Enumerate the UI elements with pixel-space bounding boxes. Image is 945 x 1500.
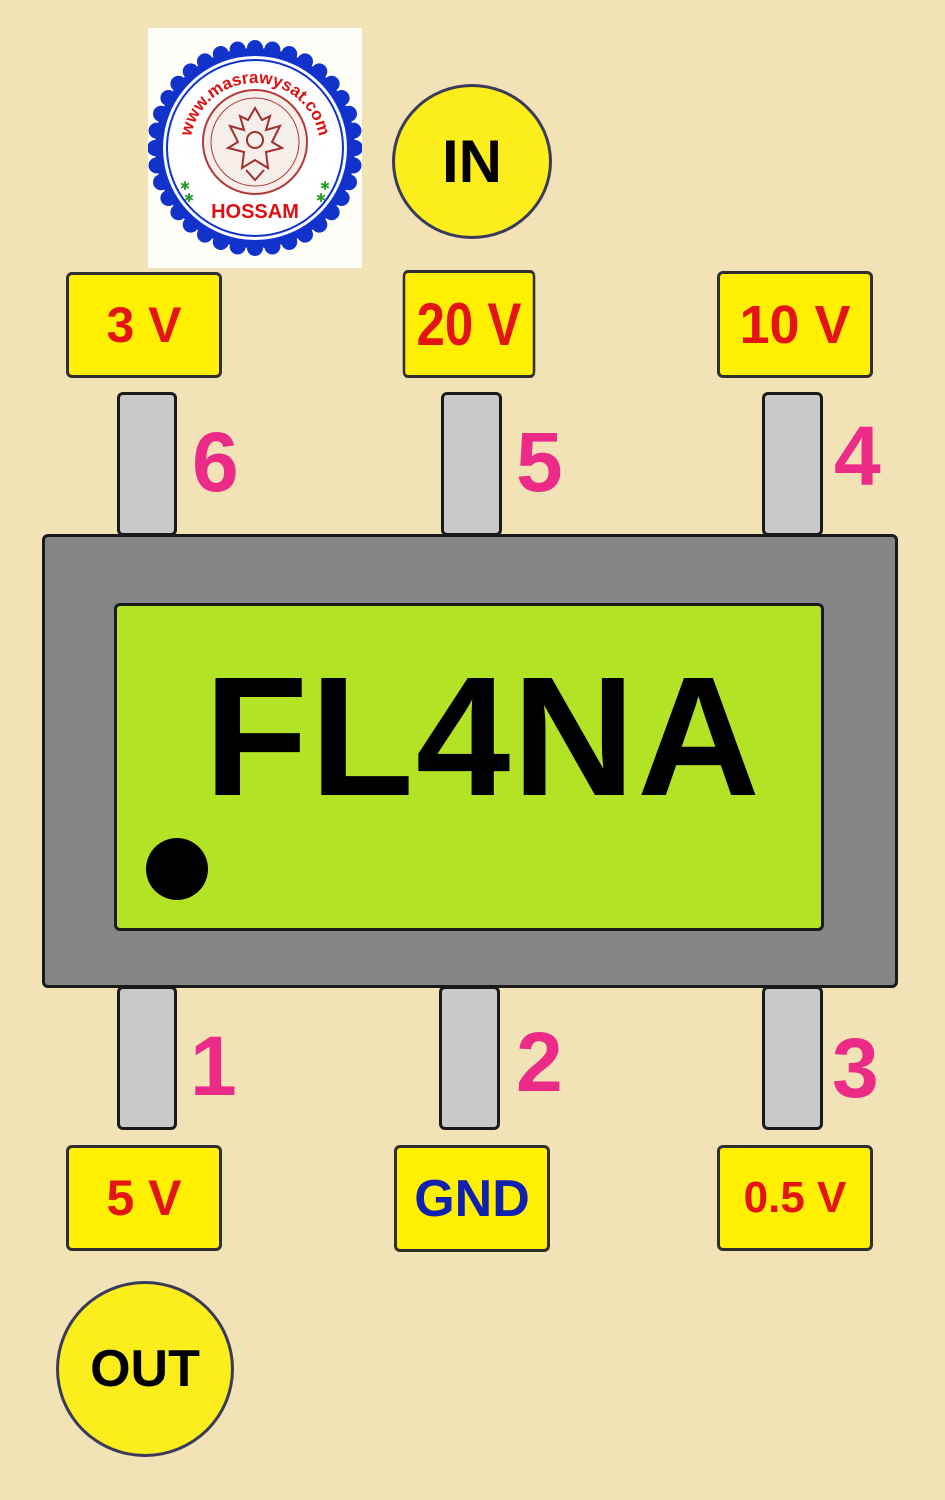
pin-number-2: 2: [516, 1015, 563, 1109]
voltage-text: 3 V: [106, 297, 182, 353]
voltage-label-pin1: 5 V: [66, 1145, 222, 1251]
stamp-scallop: [297, 53, 313, 70]
stamp-scallop: [340, 105, 357, 122]
svg-text:✱: ✱: [316, 191, 326, 205]
pin-number-1: 1: [190, 1019, 237, 1113]
pin-number-4: 4: [834, 409, 881, 503]
stamp-scallop: [170, 204, 187, 221]
input-indicator: IN: [392, 84, 552, 239]
stamp-scallop: [247, 40, 263, 56]
stamp-scallop: [182, 63, 199, 80]
ground-text: GND: [414, 1169, 530, 1228]
stamp-scallop: [212, 46, 229, 63]
stamp-scallop: [347, 140, 362, 156]
pin-6: [117, 392, 177, 536]
stamp-scallop: [264, 41, 281, 58]
voltage-text: 10 V: [739, 294, 851, 355]
seal-ring: [202, 89, 308, 195]
pin-number-3: 3: [832, 1021, 879, 1115]
stamp-scallop: [197, 226, 213, 243]
pin-4: [762, 392, 823, 536]
stamp-scallop: [247, 240, 263, 256]
stamp-scallop: [311, 63, 328, 80]
stamp-scallop: [281, 46, 298, 63]
svg-text:✱: ✱: [320, 179, 330, 193]
pin-5: [441, 392, 502, 536]
stamp-scallop: [340, 174, 357, 191]
stamp-scallop: [160, 90, 177, 106]
pin-3: [762, 986, 823, 1130]
stamp-name-text: HOSSAM: [211, 201, 299, 223]
stamp-scallop: [148, 122, 165, 139]
pin-1: [117, 986, 177, 1130]
logo-stamp: www.masrawysat.com HOSSAM ✱✱ ✱✱: [148, 40, 362, 256]
stamp-scallop: [297, 226, 313, 243]
svg-text:✱: ✱: [184, 191, 194, 205]
stamp-scallop: [148, 140, 163, 156]
stamp-scallop: [182, 216, 199, 233]
input-label: IN: [442, 128, 502, 195]
output-label: OUT: [90, 1340, 200, 1398]
pin-number-5: 5: [516, 415, 563, 509]
voltage-text: 20 V: [416, 290, 522, 358]
stamp-scallop: [264, 238, 281, 255]
pin1-indicator-dot: [146, 838, 208, 900]
stamp-scallop: [153, 105, 170, 122]
stamp-star-decor: ✱✱ ✱✱: [180, 179, 330, 205]
stamp-scallop: [281, 233, 298, 250]
voltage-text: 0.5 V: [743, 1173, 847, 1222]
voltage-label-pin2: GND: [394, 1145, 550, 1252]
stamp-scallop: [311, 216, 328, 233]
chip-marking-panel: [114, 603, 824, 931]
voltage-label-pin6: 3 V: [66, 272, 222, 378]
pin-number-6: 6: [192, 415, 239, 509]
stamp-scallop: [333, 90, 350, 106]
stamp-scallop: [160, 190, 177, 206]
stamp-scallop: [345, 122, 362, 139]
voltage-label-pin5: 20 V: [402, 270, 536, 378]
stamp-scallop: [323, 75, 340, 92]
stamp-scallop: [345, 157, 362, 174]
stamp-scallop: [323, 204, 340, 221]
eagle-emblem-icon: [225, 106, 285, 182]
voltage-label-pin3: 0.5 V: [717, 1145, 873, 1251]
stamp-scallop: [170, 75, 187, 92]
seal-inner-ring: [210, 97, 300, 187]
voltage-text: 5 V: [106, 1170, 182, 1226]
pin-2: [439, 986, 500, 1130]
stamp-scallop: [212, 233, 229, 250]
stamp-scallop: [148, 157, 165, 174]
chip-marking-text: FL4NA: [204, 642, 762, 832]
output-indicator: OUT: [56, 1281, 234, 1457]
stamp-scallop: [333, 190, 350, 206]
stamp-scallop: [229, 238, 246, 255]
stamp-scallop: [197, 53, 213, 70]
svg-text:✱: ✱: [180, 179, 190, 193]
voltage-label-pin4: 10 V: [717, 271, 873, 378]
stamp-scallop: [229, 41, 246, 58]
stamp-scallop: [153, 174, 170, 191]
